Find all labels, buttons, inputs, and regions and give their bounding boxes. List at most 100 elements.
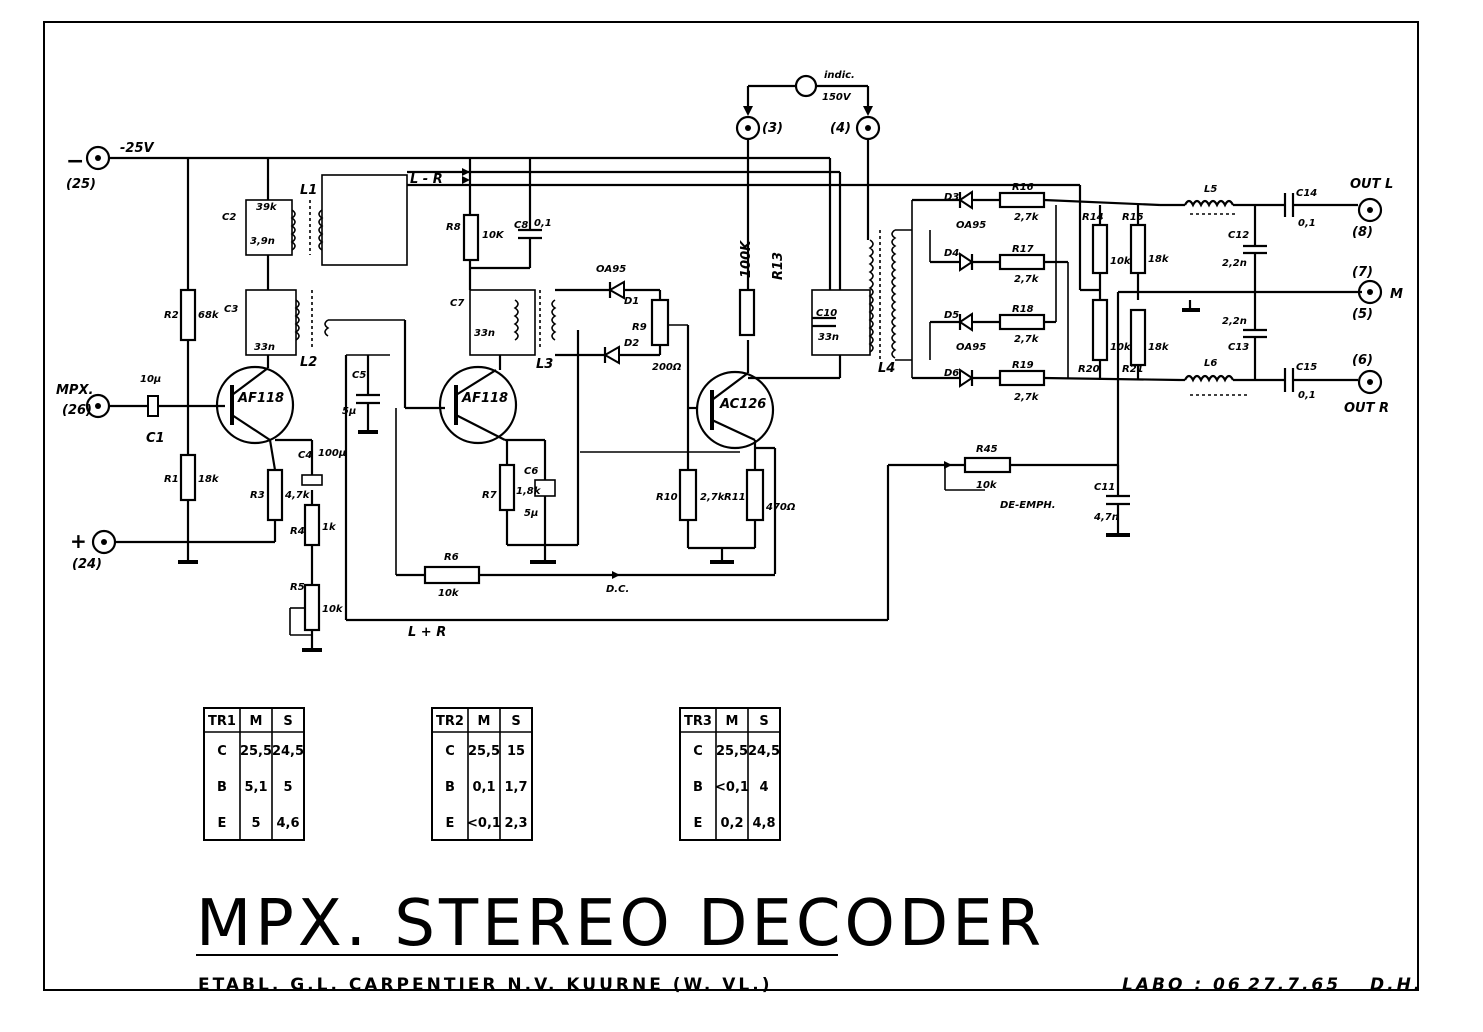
c1-value: 10μ: [140, 374, 161, 385]
table-frame: [679, 707, 781, 841]
table-cell: <0,1: [715, 780, 749, 795]
table-frame: [203, 707, 305, 841]
table-header-cell: TR1: [208, 714, 236, 729]
supply-pos-sign: +: [70, 529, 87, 553]
r1-label: R1: [164, 474, 179, 485]
c4-value: 100μ: [318, 448, 346, 459]
out-left-label: OUT L: [1350, 177, 1393, 192]
r45-value: 10k: [976, 480, 998, 491]
c3-value: 33n: [254, 342, 275, 353]
r15-label: R15: [1122, 212, 1144, 223]
table-cell: 0,2: [720, 816, 743, 831]
table-cell: E: [446, 816, 455, 831]
lmr-label: L - R: [410, 172, 443, 187]
r6-label: R6: [444, 552, 459, 563]
r2-label: R2: [164, 310, 179, 321]
r8-value: 10K: [482, 230, 505, 241]
r20-value: 10k: [1110, 342, 1132, 353]
r5-label: R5: [290, 582, 305, 593]
r2-value: 68k: [198, 310, 220, 321]
c11-label: C11: [1094, 482, 1115, 493]
l5-label: L5: [1204, 184, 1217, 195]
table-header-cell: M: [478, 714, 491, 729]
tr3-stage: [580, 140, 842, 574]
supply-neg-pin: (25): [66, 177, 96, 192]
matrix-diodes: [911, 190, 1181, 388]
table-cell: B: [693, 780, 703, 795]
c2-label: C2: [222, 212, 236, 223]
r1-value: 18k: [198, 474, 220, 485]
c10-value: 33n: [818, 332, 839, 343]
c8-label: C8: [514, 220, 528, 231]
table-header-cell: M: [250, 714, 263, 729]
r17-label: R17: [1012, 244, 1034, 255]
r7-label: R7: [482, 490, 497, 501]
l4-tank: [811, 140, 913, 361]
c12-value: 2,2n: [1222, 258, 1247, 269]
table-cell: 24,5: [748, 744, 780, 759]
c12-label: C12: [1228, 230, 1249, 241]
r18-label: R18: [1012, 304, 1034, 315]
r19-value: 2,7k: [1014, 392, 1040, 403]
lpr-label: L + R: [408, 625, 446, 640]
matrix-resistors: [1080, 205, 1362, 470]
r17-value: 2,7k: [1014, 274, 1040, 285]
c13-label: C13: [1228, 342, 1249, 353]
table-cell: 5: [283, 780, 292, 795]
r19-label: R19: [1012, 360, 1034, 371]
deemph-label: DE-EMPH.: [1000, 500, 1056, 511]
r13-label: R13: [771, 252, 786, 280]
supply-neg-label: -25V: [120, 141, 154, 156]
out-right-label: OUT R: [1344, 401, 1389, 416]
c6-label: C6: [524, 466, 538, 477]
company-line: ETABL. G.L. CARPENTIER N.V. KUURNE (W. V…: [198, 975, 773, 995]
supply-pos-pin: (24): [72, 557, 102, 572]
deemphasis-network: [346, 408, 1130, 622]
table-cell: 24,5: [272, 744, 304, 759]
indicator-pin-b: (4): [830, 121, 851, 136]
r18-value: 2,7k: [1014, 334, 1040, 345]
mpx-input-label: MPX.: [56, 383, 93, 398]
c3-label: C3: [224, 304, 238, 315]
d3-label: D3: [944, 192, 959, 203]
l1-label: L1: [300, 183, 317, 198]
out-right-pin: (6): [1352, 353, 1373, 368]
l4-label: L4: [878, 361, 895, 376]
r10-value: 2,7k: [700, 492, 726, 503]
d4-label: D4: [944, 248, 959, 259]
table-cell: C: [217, 744, 227, 759]
table-cell: E: [218, 816, 227, 831]
out-mid-pin-b: (5): [1352, 307, 1373, 322]
r4-value: 1k: [322, 522, 337, 533]
r16-value: 2,7k: [1014, 212, 1040, 223]
table-header-cell: S: [511, 714, 520, 729]
table-cell: 5,1: [244, 780, 267, 795]
r7-value: 1,8k: [516, 486, 542, 497]
indicator-voltage: 150V: [822, 92, 852, 103]
table-cell: 4: [759, 780, 768, 795]
r3-value: 4,7k: [284, 490, 311, 501]
r20-label: R20: [1078, 364, 1100, 375]
l3-label: L3: [536, 357, 553, 372]
drawing-date: 27.7.65: [1248, 975, 1341, 995]
l2-tank: [245, 289, 445, 410]
c8-value: 0,1: [534, 218, 552, 229]
table-cell: 15: [507, 744, 525, 759]
d1-type: OA95: [596, 264, 626, 275]
c4-label: C4: [298, 450, 312, 461]
table-cell: 4,6: [276, 816, 299, 831]
r1-r2-divider: [178, 288, 198, 564]
table-header-cell: M: [726, 714, 739, 729]
tr1-transistor: [215, 365, 295, 445]
tr1-type: AF118: [237, 391, 284, 406]
table-cell: 4,8: [752, 816, 775, 831]
r14-value: 10k: [1110, 256, 1132, 267]
c11-value: 4,7n: [1093, 512, 1119, 523]
r21-label: R21: [1122, 364, 1144, 375]
l1-tank: [245, 174, 408, 290]
diagram-title: MPX. STEREO DECODER: [196, 887, 1045, 961]
d1-label: D1: [624, 296, 639, 307]
c2-value-b: 39k: [256, 202, 278, 213]
